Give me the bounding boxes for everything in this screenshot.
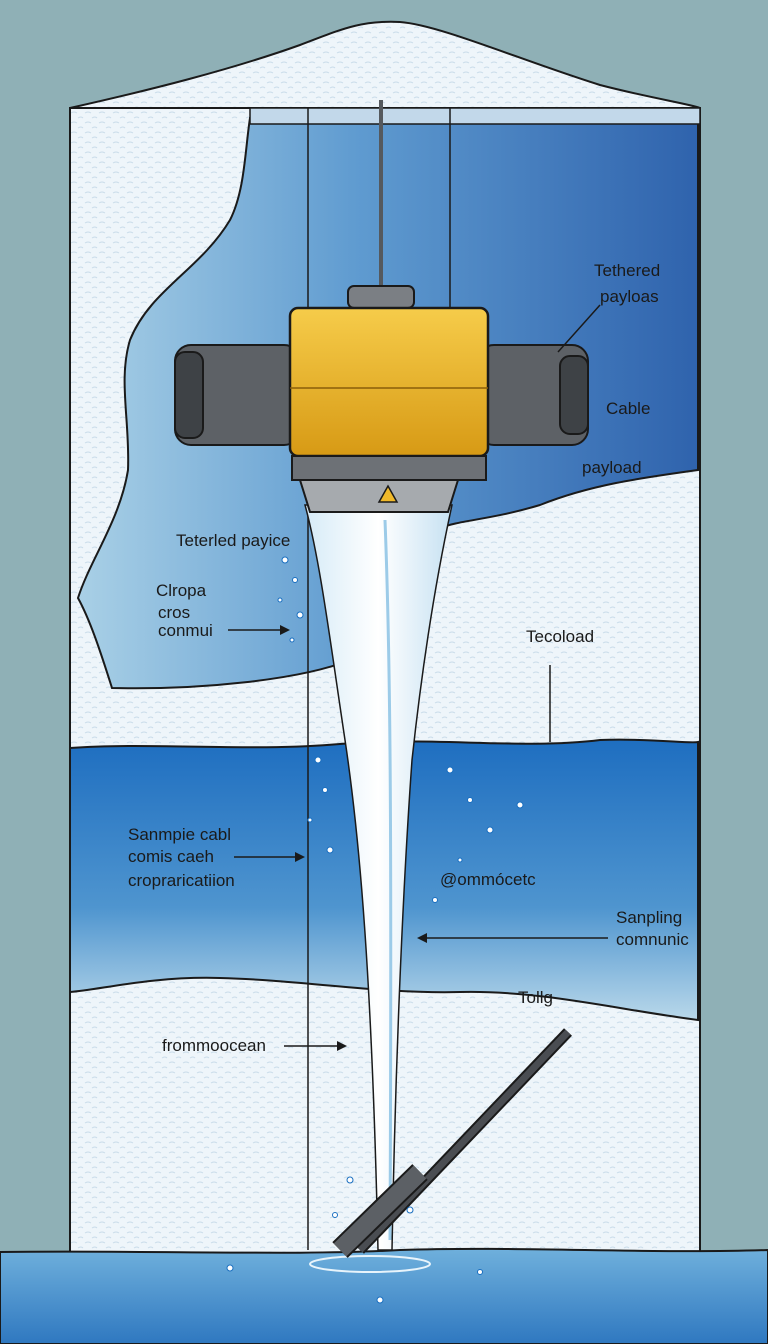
label-teterled-payice: Teterled payice — [176, 531, 291, 550]
water-jet — [304, 504, 453, 1251]
label-cros: cros — [158, 603, 191, 622]
warning-triangle-icon — [377, 484, 399, 503]
label-from-ocean: frommoocean — [162, 1036, 266, 1055]
label-tollg: Tollg — [518, 988, 553, 1007]
drill-tool — [332, 1028, 572, 1258]
label-tecoload: Tecoload — [526, 627, 595, 646]
splash-ripple — [309, 1255, 431, 1273]
label-ommocetc: @ommócetc — [440, 870, 536, 889]
label-conmui: conmui — [158, 621, 213, 640]
label-tethered: Tethered — [594, 261, 661, 280]
label-sample-cable-2: comis caeh — [128, 847, 214, 866]
leader-lines — [228, 304, 608, 1047]
label-sample-cable-1: Sanmpie cabl — [128, 825, 232, 844]
tethered-payload — [174, 285, 589, 513]
payload-housing — [288, 306, 490, 458]
nozzle — [298, 479, 460, 513]
payload-base — [291, 455, 487, 481]
right-motor-end — [559, 355, 589, 435]
left-motor-end — [174, 351, 204, 439]
label-sampling: Sanpling — [616, 908, 683, 927]
label-cable: Cable — [606, 399, 651, 418]
label-payload: payload — [582, 458, 642, 477]
surface-ice-strip — [249, 107, 701, 125]
payload-top-cap — [347, 285, 415, 309]
snow-cap — [69, 20, 701, 109]
spray-droplets — [226, 556, 524, 1304]
label-payloas: payloas — [600, 287, 659, 306]
label-sample-cable-3: cropraricatiion — [128, 871, 235, 890]
label-comnunic: comnunic — [616, 930, 689, 949]
arrow-heads — [280, 625, 427, 1051]
ocean-pool — [0, 1247, 768, 1344]
label-clropa: Clropa — [156, 581, 207, 600]
water-jet-streak — [383, 519, 393, 1241]
